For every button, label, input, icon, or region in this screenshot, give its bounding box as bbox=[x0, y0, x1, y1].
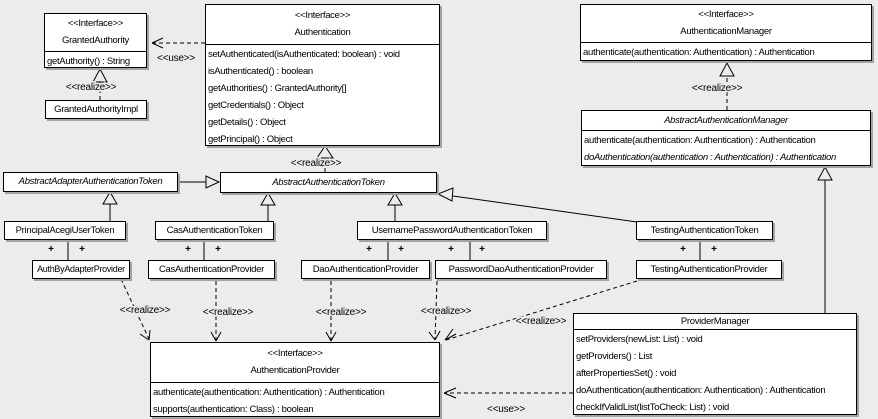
association-cas: + + bbox=[185, 240, 221, 260]
realize-edge-grantedauthorityimpl: <<realize>> bbox=[64, 67, 118, 100]
class-box-auth-by-adapter-provider: AuthByAdapterProvider bbox=[32, 260, 130, 279]
method: doAuthentication(authentication : Authen… bbox=[584, 152, 837, 163]
realize-label: <<realize>> bbox=[203, 307, 254, 318]
class-name: Authentication bbox=[294, 27, 351, 38]
plus-label: + bbox=[48, 244, 54, 255]
use-label: <<use>> bbox=[157, 53, 195, 64]
generalization-edge-testing-token bbox=[436, 187, 638, 223]
generalization-edge-usernamepassword-token bbox=[387, 192, 403, 221]
class-box-username-password-authentication-token: UsernamePasswordAuthenticationToken bbox=[357, 221, 547, 240]
class-name: DaoAuthenticationProvider bbox=[312, 264, 419, 275]
use-edge-providermanager-authenticationprovider: <<use>> bbox=[443, 387, 573, 417]
class-name: CasAuthenticationToken bbox=[166, 225, 263, 236]
realize-label: <<realize>> bbox=[316, 307, 367, 318]
stereotype: <<Interface>> bbox=[67, 18, 124, 29]
association-usernamepassword-passworddao: + + bbox=[448, 240, 485, 260]
plus-label: + bbox=[479, 244, 485, 255]
plus-label: + bbox=[398, 244, 404, 255]
realize-edge-passworddaoauthenticationprovider: <<realize>> bbox=[419, 280, 473, 341]
realize-label: <<realize>> bbox=[291, 158, 342, 169]
association-principal-authbyadapter: + + bbox=[48, 240, 85, 260]
class-box-dao-authentication-provider: DaoAuthenticationProvider bbox=[301, 260, 430, 279]
method: supports(authentication: Class) : boolea… bbox=[153, 404, 314, 415]
plus-label: + bbox=[79, 244, 85, 255]
use-edge-authentication-grantedauthority: <<use>> bbox=[151, 37, 205, 66]
realize-edge-testingauthenticationprovider: <<realize>> bbox=[444, 280, 638, 341]
class-name: UsernamePasswordAuthenticationToken bbox=[371, 225, 533, 236]
class-box-principal-acegi-user-token: PrincipalAcegiUserToken bbox=[4, 221, 126, 240]
class-box-authentication-manager: <<Interface>> AuthenticationManager auth… bbox=[580, 4, 872, 61]
association-testing: + + bbox=[680, 240, 717, 260]
method: getProviders() : List bbox=[576, 351, 653, 362]
method: authenticate(authentication: Authenticat… bbox=[584, 135, 816, 146]
class-box-authentication-provider: <<Interface>> AuthenticationProvider aut… bbox=[150, 342, 440, 417]
association-usernamepassword-dao: + + bbox=[366, 240, 404, 260]
plus-label: + bbox=[215, 244, 221, 255]
class-name: GrantedAuthority bbox=[61, 35, 130, 46]
realize-edge-abstractauthenticationtoken: <<realize>> bbox=[289, 145, 343, 172]
realize-edge-authbyadapterprovider: <<realize>> bbox=[118, 278, 172, 341]
realize-edge-abstractauthenticationmanager: <<realize>> bbox=[690, 61, 744, 110]
class-box-cas-authentication-token: CasAuthenticationToken bbox=[155, 221, 274, 240]
class-box-testing-authentication-provider: TestingAuthenticationProvider bbox=[636, 260, 782, 279]
method: getAuthority() : String bbox=[47, 56, 130, 67]
plus-label: + bbox=[185, 244, 191, 255]
class-name: GrantedAuthorityImpl bbox=[54, 104, 138, 115]
realize-label: <<realize>> bbox=[421, 306, 472, 317]
class-name: AuthByAdapterProvider bbox=[37, 264, 125, 274]
method: getAuthorities() : GrantedAuthority[] bbox=[208, 83, 347, 94]
class-box-authentication: <<Interface>> Authentication setAuthenti… bbox=[205, 4, 440, 146]
class-box-granted-authority: <<Interface>> GrantedAuthority getAuthor… bbox=[44, 13, 147, 68]
plus-label: + bbox=[366, 244, 372, 255]
plus-label: + bbox=[680, 244, 686, 255]
class-name: PasswordDaoAuthenticationProvider bbox=[448, 264, 594, 275]
method: checkIfValidList(listToCheck: List) : vo… bbox=[576, 402, 730, 413]
method: getCredentials() : Object bbox=[208, 100, 304, 111]
plus-label: + bbox=[711, 244, 717, 255]
generalization-edge-principal-token bbox=[102, 191, 118, 221]
class-name: AuthenticationProvider bbox=[250, 365, 340, 376]
method: authenticate(authentication: Authenticat… bbox=[153, 387, 385, 398]
method: afterPropertiesSet() : void bbox=[576, 368, 677, 379]
class-box-testing-authentication-token: TestingAuthenticationToken bbox=[636, 221, 773, 240]
plus-label: + bbox=[448, 244, 454, 255]
realize-edge-casauthenticationprovider: <<realize>> bbox=[201, 281, 255, 342]
class-box-cas-authentication-provider: CasAuthenticationProvider bbox=[148, 260, 275, 279]
method: getDetails() : Object bbox=[208, 117, 286, 128]
class-name: CasAuthenticationProvider bbox=[159, 264, 264, 275]
method: setProviders(newList: List) : void bbox=[576, 334, 703, 345]
class-box-abstract-adapter-authentication-token: AbstractAdapterAuthenticationToken bbox=[3, 172, 178, 192]
use-label: <<use>> bbox=[487, 404, 525, 415]
class-box-abstract-authentication-manager: AbstractAuthenticationManager authentica… bbox=[581, 110, 871, 166]
realize-edge-daoauthenticationprovider: <<realize>> bbox=[314, 281, 368, 342]
class-name: TestingAuthenticationToken bbox=[650, 225, 759, 236]
class-name: AbstractAuthenticationManager bbox=[664, 115, 788, 126]
realize-label: <<realize>> bbox=[692, 83, 743, 94]
class-name: TestingAuthenticationProvider bbox=[650, 264, 768, 275]
generalization-edge-adapter-token bbox=[178, 175, 221, 189]
stereotype: <<Interface>> bbox=[698, 9, 754, 20]
realize-label: <<realize>> bbox=[66, 82, 117, 93]
class-name: AbstractAuthenticationToken bbox=[272, 177, 385, 188]
method: authenticate(authentication: Authenticat… bbox=[583, 47, 815, 58]
method: setAuthenticated(isAuthenticated: boolea… bbox=[208, 49, 400, 60]
realize-label: <<realize>> bbox=[516, 316, 567, 327]
method: doAuthentication(authentication: Authent… bbox=[576, 385, 826, 396]
class-name: AbstractAdapterAuthenticationToken bbox=[18, 176, 163, 187]
class-box-granted-authority-impl: GrantedAuthorityImpl bbox=[45, 100, 147, 119]
class-box-password-dao-authentication-provider: PasswordDaoAuthenticationProvider bbox=[435, 260, 607, 279]
realize-label: <<realize>> bbox=[120, 305, 171, 316]
class-name: PrincipalAcegiUserToken bbox=[15, 225, 115, 236]
class-box-provider-manager: ProviderManager setProviders(newList: Li… bbox=[573, 313, 857, 415]
method: isAuthenticated() : boolean bbox=[208, 66, 313, 77]
class-box-abstract-authentication-token: AbstractAuthenticationToken bbox=[220, 172, 437, 193]
stereotype: <<Interface>> bbox=[294, 10, 351, 21]
generalization-edge-cas-token bbox=[260, 192, 276, 221]
class-name: ProviderManager bbox=[680, 316, 750, 327]
generalization-edge-providermanager bbox=[817, 165, 833, 313]
stereotype: <<Interface>> bbox=[267, 348, 323, 359]
class-name: AuthenticationManager bbox=[680, 26, 772, 37]
method: getPrincipal() : Object bbox=[208, 134, 293, 145]
